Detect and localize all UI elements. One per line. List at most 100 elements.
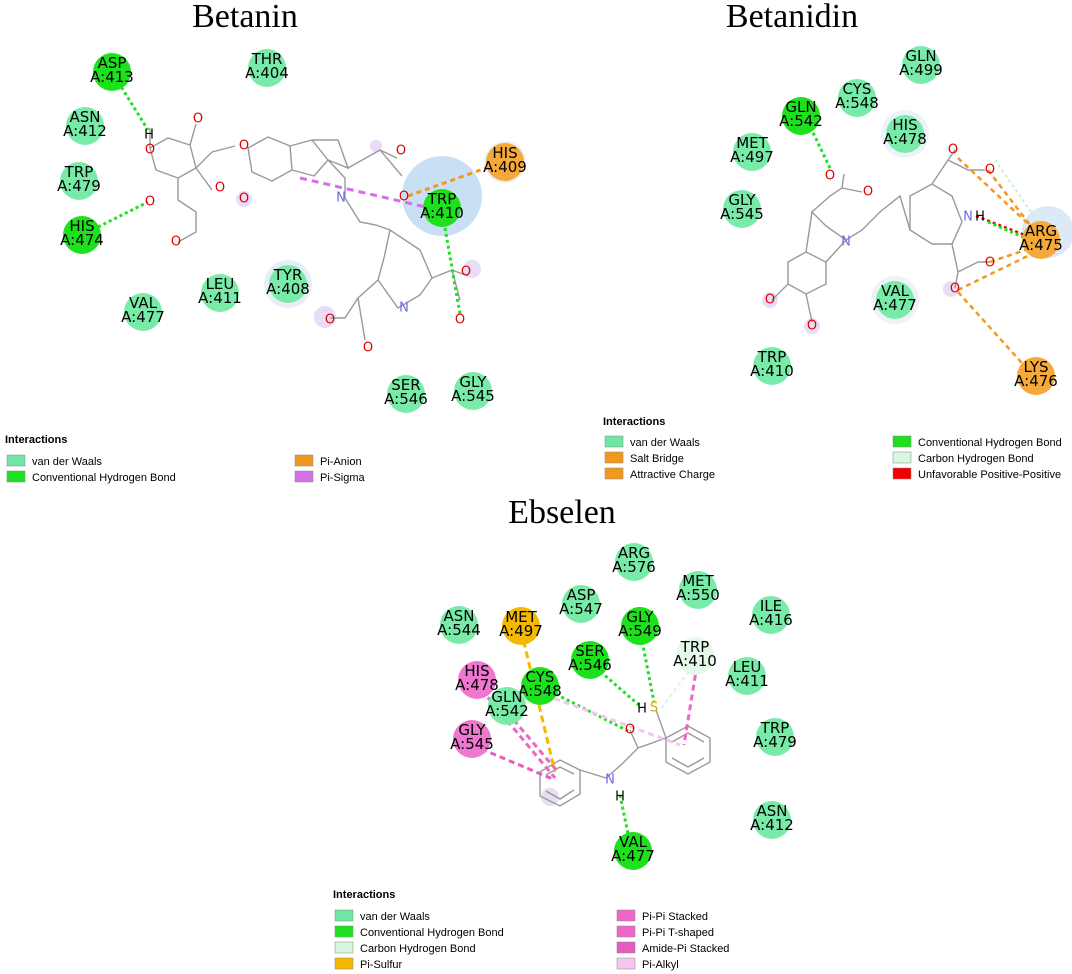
residue-number: A:410 — [673, 652, 717, 670]
residue-name: MET — [682, 572, 714, 590]
legend-label: Pi-Sigma — [320, 472, 366, 484]
residue-number: A:550 — [676, 586, 720, 604]
legend-label: Carbon Hydrogen Bond — [360, 943, 476, 955]
residue-circle — [621, 607, 659, 645]
residue-number: A:497 — [499, 622, 543, 640]
residue-name: GLY — [626, 608, 654, 626]
interaction-line — [544, 693, 681, 747]
atom-label: H — [144, 128, 154, 143]
residue-number: A:547 — [559, 600, 603, 618]
residue-circle — [752, 596, 790, 634]
atom-label: N — [399, 301, 409, 316]
residue-name: GLN — [905, 47, 936, 65]
residue-name: MET — [505, 608, 537, 626]
residue-name: HIS — [464, 662, 489, 680]
atom-label: H — [615, 790, 625, 805]
atom-label: O — [363, 341, 373, 356]
residue-name: ASP — [567, 586, 596, 604]
aromatic-ring — [539, 759, 581, 807]
legend-label: Salt Bridge — [630, 453, 684, 465]
residue-name: VAL — [881, 282, 910, 300]
ring-bond — [312, 139, 350, 170]
residue-number: A:548 — [518, 682, 562, 700]
pyridine-ring — [909, 183, 963, 245]
atom-label: O — [171, 235, 181, 250]
residue-number: A:478 — [883, 130, 927, 148]
carboxyl-bond — [931, 149, 985, 185]
residue-circle — [615, 543, 653, 581]
panel-title-betanidin: Betanidin — [726, 0, 858, 35]
residue-number: A:497 — [730, 148, 774, 166]
residue-number: A:542 — [779, 112, 823, 130]
residue-number: A:544 — [437, 621, 481, 639]
sugar-bonds — [149, 123, 236, 243]
residue-name: TRP — [64, 163, 94, 181]
residue-circle — [423, 189, 461, 227]
legend-title: Interactions — [603, 416, 665, 428]
legend-label: Pi-Anion — [320, 456, 362, 468]
residue-circle — [502, 607, 540, 645]
atom-label: O — [985, 163, 995, 178]
residue-circle — [676, 637, 714, 675]
residue-number: A:545 — [720, 205, 764, 223]
atom-label: O — [950, 282, 960, 297]
legend-swatch — [604, 451, 624, 464]
residue-number: A:410 — [420, 204, 464, 222]
residue-circle — [453, 720, 491, 758]
residue-name: VAL — [619, 833, 648, 851]
interaction-line — [682, 664, 699, 746]
legend-betanidin: Interactions van der Waals Salt Bridge A… — [603, 416, 1062, 481]
legend-label: Pi-Sulfur — [360, 959, 403, 971]
interaction-line — [407, 161, 501, 198]
legend-swatch — [294, 470, 314, 483]
aromatic-ring — [247, 136, 293, 182]
legend-swatch — [604, 435, 624, 448]
carboxyl-bond — [347, 149, 403, 177]
residue-circle — [753, 347, 791, 385]
residue-name: SER — [575, 642, 604, 660]
interaction-line — [994, 159, 1041, 226]
residue-name: ILE — [760, 597, 782, 615]
residue-number: A:410 — [750, 362, 794, 380]
residue-number: A:549 — [618, 622, 662, 640]
atom-label: O — [863, 185, 873, 200]
residue-circle — [886, 115, 924, 153]
residue-circle — [201, 274, 239, 312]
residue-circle — [486, 143, 524, 181]
aromatic-ring — [787, 251, 827, 295]
residue-number: A:409 — [483, 158, 527, 176]
legend-swatch — [334, 957, 354, 970]
aromatic-inner — [671, 732, 705, 768]
atom-label: O — [461, 265, 471, 280]
residue-name: TRP — [427, 190, 457, 208]
interaction-line — [299, 176, 431, 210]
linker-chain — [845, 194, 911, 241]
residue-circle — [723, 190, 761, 228]
legend-title: Interactions — [5, 434, 67, 446]
residue-name: LYS — [1023, 358, 1048, 376]
residue-name: HIS — [69, 217, 94, 235]
residue-number: A:548 — [835, 94, 879, 112]
residue-number: A:411 — [725, 672, 769, 690]
residue-number: A:477 — [611, 847, 655, 865]
residue-circle — [93, 53, 131, 91]
residue-number: A:546 — [568, 656, 612, 674]
interaction-line — [473, 681, 557, 779]
residue-name: ASN — [69, 108, 100, 126]
